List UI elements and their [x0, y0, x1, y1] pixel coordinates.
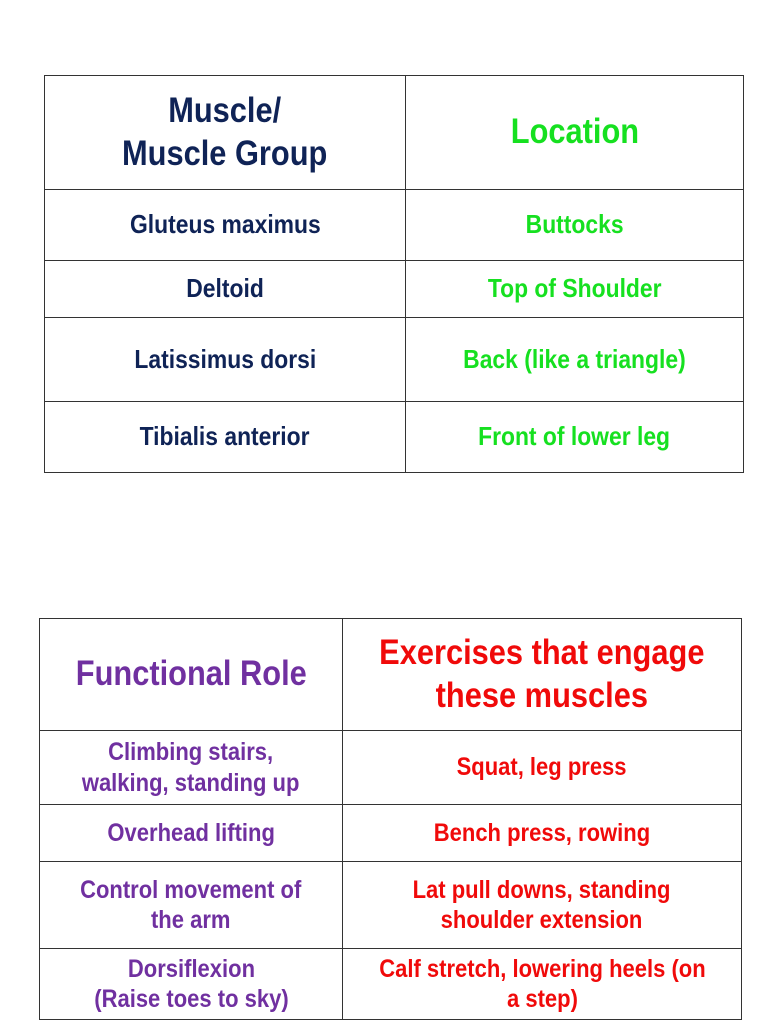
header-exercises: Exercises that engage these muscles [342, 618, 742, 731]
muscle-cell: Gluteus maximus [44, 189, 406, 261]
function-exercise-table: Functional Role Exercises that engage th… [39, 618, 742, 1020]
table-row: Deltoid Top of Shoulder [44, 260, 744, 318]
table-row: Latissimus dorsi Back (like a triangle) [44, 317, 744, 402]
location-cell: Top of Shoulder [405, 260, 744, 318]
exercise-cell: Lat pull downs, standing shoulder extens… [342, 861, 742, 949]
role-cell: Dorsiflexion (Raise toes to sky) [39, 948, 343, 1020]
location-cell: Buttocks [405, 189, 744, 261]
muscle-cell: Deltoid [44, 260, 406, 318]
table-header-row: Functional Role Exercises that engage th… [39, 618, 742, 731]
table-header-row: Muscle/ Muscle Group Location [44, 75, 744, 190]
table-row: Control movement of the arm Lat pull dow… [39, 861, 742, 949]
exercise-cell: Squat, leg press [342, 730, 742, 805]
role-cell: Control movement of the arm [39, 861, 343, 949]
location-cell: Back (like a triangle) [405, 317, 744, 402]
table-row: Overhead lifting Bench press, rowing [39, 804, 742, 862]
muscle-cell: Tibialis anterior [44, 401, 406, 473]
table-row: Dorsiflexion (Raise toes to sky) Calf st… [39, 948, 742, 1020]
muscle-cell: Latissimus dorsi [44, 317, 406, 402]
header-muscle: Muscle/ Muscle Group [44, 75, 406, 190]
role-cell: Overhead lifting [39, 804, 343, 862]
exercise-cell: Calf stretch, lowering heels (on a step) [342, 948, 742, 1020]
role-cell: Climbing stairs, walking, standing up [39, 730, 343, 805]
header-location: Location [405, 75, 744, 190]
table-row: Climbing stairs, walking, standing up Sq… [39, 730, 742, 805]
table-row: Tibialis anterior Front of lower leg [44, 401, 744, 473]
muscle-location-table: Muscle/ Muscle Group Location Gluteus ma… [44, 75, 744, 473]
header-functional-role: Functional Role [39, 618, 343, 731]
exercise-cell: Bench press, rowing [342, 804, 742, 862]
table-row: Gluteus maximus Buttocks [44, 189, 744, 261]
location-cell: Front of lower leg [405, 401, 744, 473]
